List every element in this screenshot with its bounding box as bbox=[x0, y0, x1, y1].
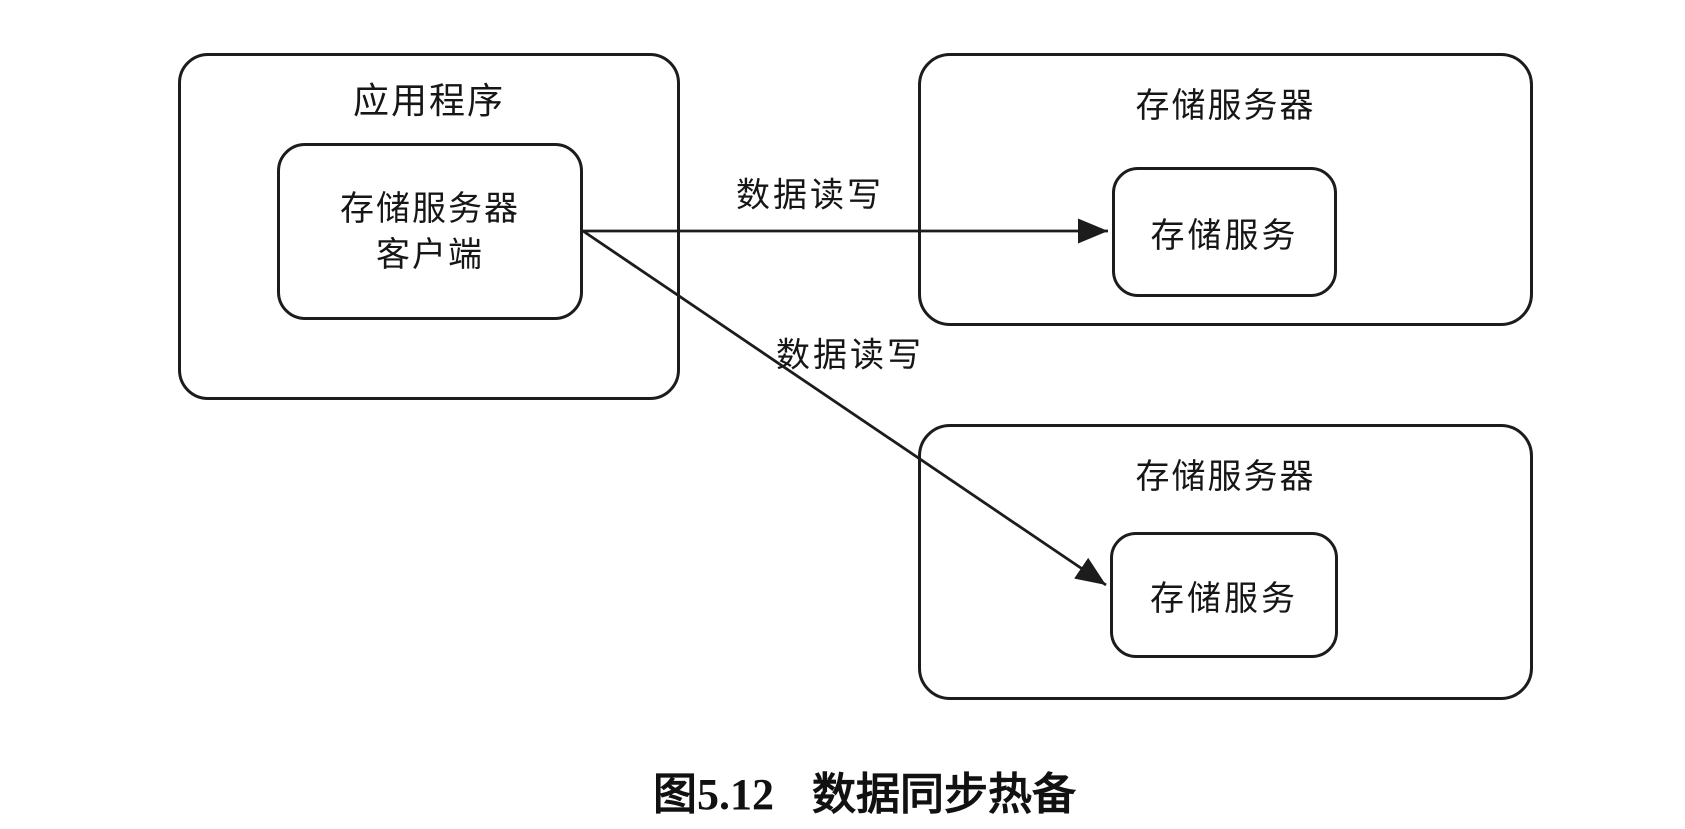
storage-server-top-title: 存储服务器 bbox=[1135, 87, 1316, 125]
storage-server-bottom-box: 存储服务器 bbox=[918, 424, 1533, 700]
figure-caption: 图5.12 数据同步热备 bbox=[0, 758, 1685, 822]
figure-caption-title: 数据同步热备 bbox=[812, 770, 1076, 819]
storage-server-bottom-title: 存储服务器 bbox=[1135, 458, 1316, 496]
application-box: 应用程序 bbox=[178, 53, 680, 400]
data-rw-label-top: 数据读写 bbox=[736, 176, 884, 215]
storage-service-bottom-box: 存储服务 bbox=[1110, 532, 1338, 658]
storage-service-top-box: 存储服务 bbox=[1112, 167, 1337, 297]
storage-client-label-line2: 客户端 bbox=[376, 235, 484, 274]
application-box-title: 应用程序 bbox=[352, 80, 505, 121]
storage-server-top-box: 存储服务器 bbox=[918, 53, 1533, 326]
data-rw-label-bottom: 数据读写 bbox=[776, 336, 924, 375]
storage-client-label-line1: 存储服务器 bbox=[340, 189, 520, 228]
figure-caption-number: 图5.12 bbox=[653, 770, 774, 819]
storage-service-bottom-label: 存储服务 bbox=[1150, 579, 1298, 618]
storage-service-top-label: 存储服务 bbox=[1150, 216, 1299, 255]
storage-client-box: 存储服务器 客户端 bbox=[277, 143, 583, 320]
